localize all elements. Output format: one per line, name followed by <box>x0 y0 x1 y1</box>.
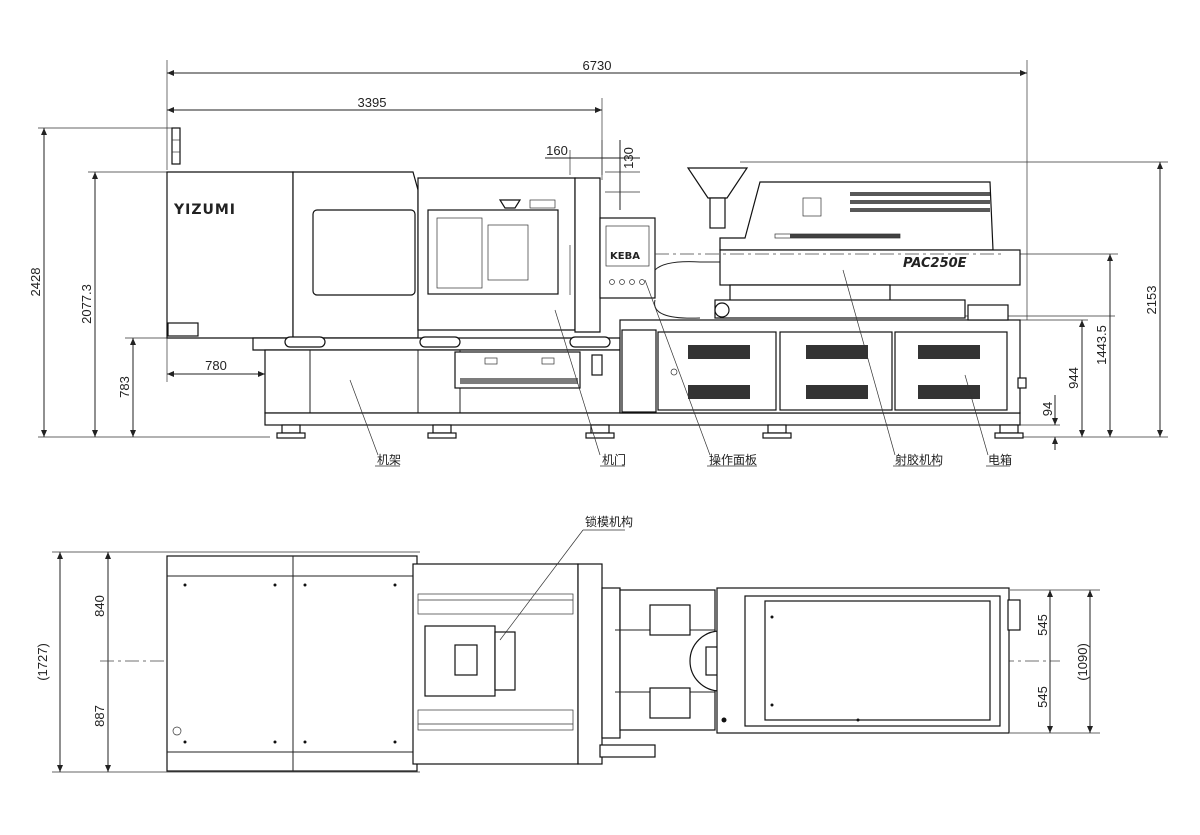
dim-width-545-top: 545 <box>1035 614 1050 636</box>
top-clamp <box>166 555 751 772</box>
callout-safety-door: 机门 <box>602 452 626 467</box>
dim-height-94: 94 <box>1040 402 1055 416</box>
dim-width-545-bottom: 545 <box>1035 686 1050 708</box>
top-injection <box>716 587 1021 734</box>
signal-lamp-icon <box>171 127 181 165</box>
callout-electric-box: 电箱 <box>988 452 1012 467</box>
dim-130: 130 <box>621 147 636 169</box>
dim-160: 160 <box>546 143 568 158</box>
electric-cabinet <box>619 319 1027 414</box>
callout-injection-unit: 射胶机构 <box>895 452 943 467</box>
operation-panel: KEBA <box>599 217 720 319</box>
dimension-160-130: 160 130 <box>545 140 640 210</box>
callouts: 机架 机门 操作面板 射胶机构 电箱 <box>349 269 1012 467</box>
dim-height-total: 2428 <box>28 268 43 297</box>
dimension-6730: 6730 <box>166 58 1028 320</box>
base-frame <box>264 412 1024 439</box>
callout-frame: 机架 <box>377 453 401 467</box>
dim-height-944: 944 <box>1066 367 1081 389</box>
dim-width-total: (1727) <box>35 643 50 681</box>
callout-mold-clamp-label: 锁模机构 <box>585 514 633 529</box>
dim-overall-length: 6730 <box>583 58 612 73</box>
brand-logo: YIZUMI <box>173 202 236 218</box>
dim-height-top: 2077.3 <box>79 284 94 324</box>
model-label: PAC250E <box>903 256 967 271</box>
dim-clamp-length: 3395 <box>358 95 387 110</box>
dimension-3395: 3395 <box>167 95 603 180</box>
dim-width-840: 840 <box>92 595 107 617</box>
top-right-dimensions: 545 545 (1090) <box>1010 589 1100 734</box>
dim-length-780: 780 <box>205 358 227 373</box>
callout-operation-panel: 操作面板 <box>709 452 757 467</box>
dim-height-right: 2153 <box>1144 286 1159 315</box>
left-dimensions: 2428 2077.3 783 780 <box>28 127 270 438</box>
callout-mold-clamp: 锁模机构 <box>499 514 633 641</box>
controller-logo: KEBA <box>610 251 640 262</box>
dim-height-1443: 1443.5 <box>1094 325 1109 365</box>
dim-height-783: 783 <box>117 376 132 398</box>
dim-width-887: 887 <box>92 705 107 727</box>
side-view: 6730 3395 160 130 2428 <box>28 58 1168 467</box>
clamp-unit: YIZUMI <box>166 127 621 414</box>
top-view: (1727) 840 887 545 545 (1090) <box>35 514 1100 773</box>
injection-unit: PAC250E <box>655 167 1021 321</box>
dim-width-1090: (1090) <box>1075 643 1090 681</box>
